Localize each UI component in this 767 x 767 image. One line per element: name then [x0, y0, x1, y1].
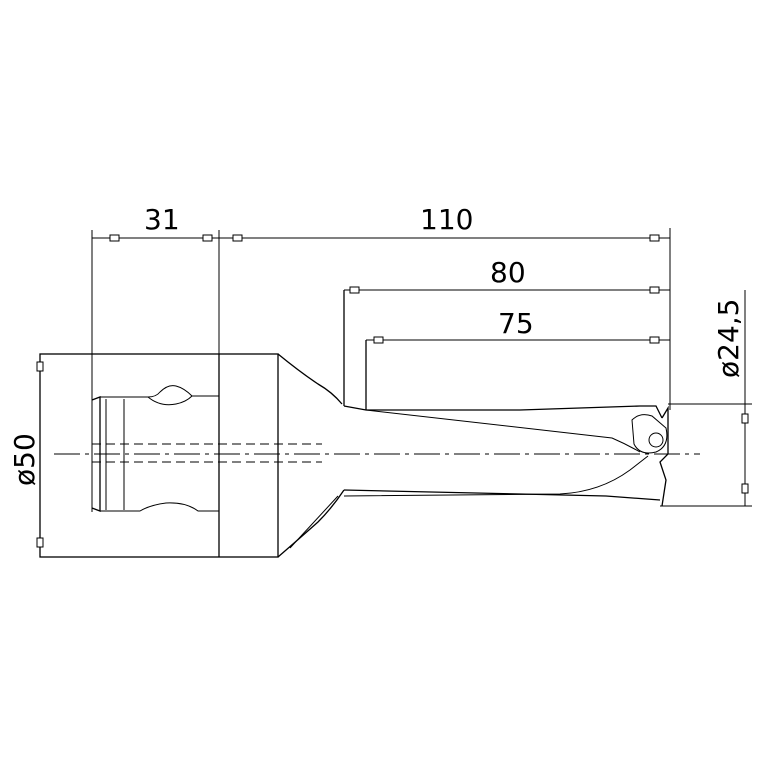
cone-bottom-inner: [289, 495, 339, 549]
dimension-arrow: [373, 336, 384, 344]
clamping-flat-top-curve: [147, 395, 193, 406]
dim-text-110: 110: [420, 203, 473, 236]
dimension-arrow: [202, 234, 213, 242]
dim-drilling-depth: 75: [366, 307, 670, 344]
dimension-arrow: [36, 537, 44, 548]
dimension-arrow: [349, 286, 360, 294]
dimension-arrow: [649, 286, 660, 294]
cone-top: [277, 353, 343, 405]
shank-outline: [39, 353, 279, 558]
dim-overall-length: 110: [219, 203, 671, 410]
insert-pocket: [631, 414, 668, 454]
coolant-channel: [92, 443, 322, 463]
body-top-edge: [343, 405, 663, 419]
dimension-arrow: [109, 234, 120, 242]
dim-shank-diameter: ø50: [8, 354, 44, 557]
clamping-flat-bottom: [100, 502, 219, 512]
clamping-flat-top: [100, 385, 219, 398]
dimension-arrow: [649, 234, 660, 242]
cutting-tip: [659, 405, 669, 507]
dim-text-80: 80: [490, 256, 526, 289]
insert-screw: [648, 432, 664, 448]
dimension-arrow: [741, 413, 749, 424]
dimension-arrow: [232, 234, 243, 242]
dim-text-75: 75: [498, 307, 534, 340]
dim-flute-length: 80: [344, 256, 670, 294]
dim-text-d50: ø50: [8, 433, 41, 486]
dim-text-31: 31: [144, 203, 180, 236]
drill-body: [343, 290, 669, 507]
flute-helix-bottom: [343, 455, 649, 497]
dimension-arrow: [741, 483, 749, 494]
cone-transition: [277, 353, 345, 558]
dim-shank-length: 31: [91, 203, 220, 557]
shank: [39, 353, 279, 558]
dimension-arrow: [649, 336, 660, 344]
cone-bottom: [277, 489, 345, 558]
dim-drill-diameter: ø24,5: [660, 290, 752, 507]
dim-text-d24-5: ø24,5: [712, 299, 745, 378]
dimension-arrow: [36, 361, 44, 372]
body-bottom-edge: [343, 489, 661, 501]
flute-helix-top: [365, 409, 641, 453]
